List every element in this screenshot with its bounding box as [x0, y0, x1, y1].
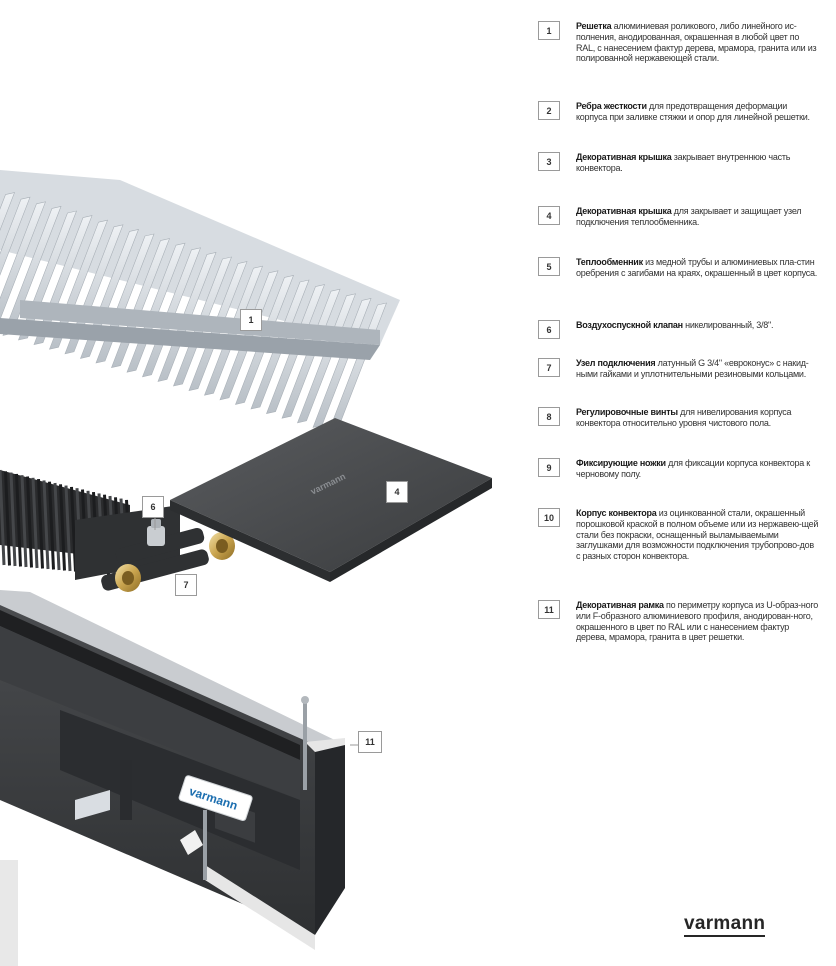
callout-6: 6	[142, 496, 164, 518]
legend-body: для нивелирования корпуса конвектора отн…	[576, 407, 792, 428]
grille-bar	[0, 201, 46, 321]
heat-exchanger-fin	[70, 486, 77, 572]
legend-body: для фиксации корпуса конвектора к чернов…	[576, 458, 810, 479]
legend-description: Воздухоспускной клапан никелированный, 3…	[576, 320, 820, 331]
heat-exchanger-fin	[48, 481, 55, 570]
legend-number: 4	[538, 206, 560, 225]
legend-number: 5	[538, 257, 560, 276]
legend-title: Решетка	[576, 21, 612, 31]
callout-1: 1	[240, 309, 262, 331]
legend-description: Решетка алюминиевая роликового, либо лин…	[576, 21, 820, 64]
heat-exchanger-fin	[37, 479, 44, 569]
legend-body: для предотвращения деформации корпуса пр…	[576, 101, 810, 122]
legend-description: Теплообменник из медной трубы и алюминие…	[576, 257, 820, 279]
grille-part	[0, 170, 400, 433]
grille-bar	[0, 192, 15, 232]
heat-exchanger-fin	[31, 477, 39, 569]
callout-4: 4	[386, 481, 408, 503]
legend-number: 10	[538, 508, 560, 527]
exploded-convector-illustration: varmann varmann	[0, 170, 492, 966]
heat-exchanger-fin	[20, 475, 28, 568]
grille-bar	[219, 270, 279, 401]
legend-title: Теплообменник	[576, 257, 643, 267]
legend-description: Узел подключения латунный G 3/4" «евроко…	[576, 358, 820, 380]
legend-description: Декоративная крышка для закрывает и защи…	[576, 206, 820, 228]
legend-body: по периметру корпуса из U-образ-ного или…	[576, 600, 818, 643]
legend-title: Декоративная крышка	[576, 206, 672, 216]
grille-bar	[297, 293, 356, 424]
heat-exchanger-fin	[59, 484, 66, 571]
legend-description: Фиксирующие ножки для фиксации корпуса к…	[576, 458, 820, 480]
legend-number: 7	[538, 358, 560, 377]
connection-unit-part	[101, 519, 235, 592]
legend-body: никелированный, 3/8".	[682, 320, 774, 330]
legend-number: 6	[538, 320, 560, 339]
legend-title: Регулировочные винты	[576, 407, 678, 417]
legend-title: Декоративная рамка	[576, 600, 664, 610]
legend-body: алюминиевая роликового, либо линейного и…	[576, 21, 817, 64]
heat-exchanger-fin	[0, 469, 6, 566]
legend-description: Декоративная рамка по периметру корпуса …	[576, 600, 820, 643]
grille-bar	[0, 196, 31, 276]
legend-body: латунный G 3/4" «евроконус» с накид-ными…	[576, 358, 809, 379]
heat-exchanger-fin	[64, 485, 72, 572]
heat-exchanger-fin	[26, 476, 33, 568]
legend-body: закрывает внутреннюю часть конвектора.	[576, 152, 791, 173]
callout-11: 11	[358, 731, 382, 753]
legend-number: 11	[538, 600, 560, 619]
legend-body: для закрывает и защищает узел подключени…	[576, 206, 802, 227]
brand-logo: varmann	[684, 914, 766, 937]
legend-title: Корпус конвектора	[576, 508, 657, 518]
heat-exchanger-fin	[53, 482, 61, 571]
decorative-cover-part: varmann	[170, 418, 492, 582]
legend-body: из медной трубы и алюминиевых пла-стин о…	[576, 257, 818, 278]
legend-title: Ребра жесткости	[576, 101, 647, 111]
legend-title: Декоративная крышка	[576, 152, 672, 162]
legend-title: Узел подключения	[576, 358, 656, 368]
legend-description: Регулировочные винты для нивелирования к…	[576, 407, 820, 429]
heat-exchanger-fin	[42, 480, 50, 570]
legend-body: из оцинкованной стали, окрашенный порошк…	[576, 508, 819, 562]
legend-title: Фиксирующие ножки	[576, 458, 666, 468]
heat-exchanger-fin	[9, 472, 17, 567]
legend-description: Корпус конвектора из оцинкованной стали,…	[576, 508, 820, 562]
legend-number: 1	[538, 21, 560, 40]
legend-number: 9	[538, 458, 560, 477]
legend-description: Ребра жесткости для предотвращения дефор…	[576, 101, 820, 123]
legend-title: Воздухоспускной клапан	[576, 320, 683, 330]
legend-number: 2	[538, 101, 560, 120]
legend-number: 3	[538, 152, 560, 171]
heat-exchanger-fin	[4, 471, 11, 566]
heat-exchanger-fin	[15, 473, 22, 567]
legend-number: 8	[538, 407, 560, 426]
legend-description: Декоративная крышка закрывает внутреннюю…	[576, 152, 820, 174]
callout-7: 7	[175, 574, 197, 596]
convector-box-part	[0, 590, 345, 966]
